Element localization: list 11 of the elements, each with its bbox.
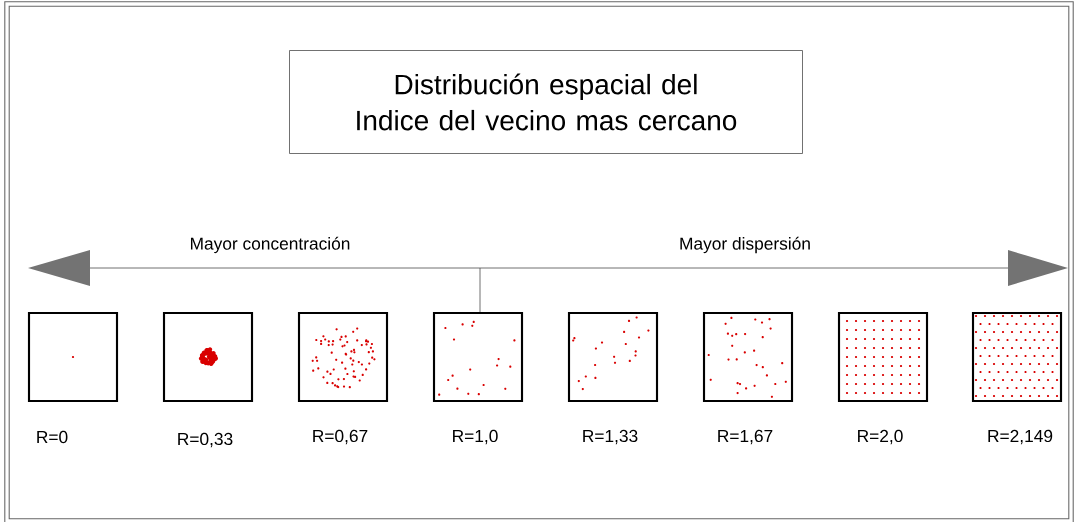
value-label: R=1,33 xyxy=(583,429,638,445)
value-label: R=2,149 xyxy=(988,429,1053,445)
value-label: R=0,33 xyxy=(178,432,233,448)
axis-label: Mayor dispersión xyxy=(680,236,810,254)
value-label: R=1,67 xyxy=(718,429,773,445)
value-label: R=0 xyxy=(37,430,68,444)
value-label: R=1,0 xyxy=(453,429,498,445)
value-label: R=2,0 xyxy=(858,429,903,445)
axis-label: Mayor concentración xyxy=(191,236,350,254)
value-label: R=0,67 xyxy=(313,429,368,445)
title-box: Distribución espacial del Indice del vecino mas cercano xyxy=(289,50,803,154)
